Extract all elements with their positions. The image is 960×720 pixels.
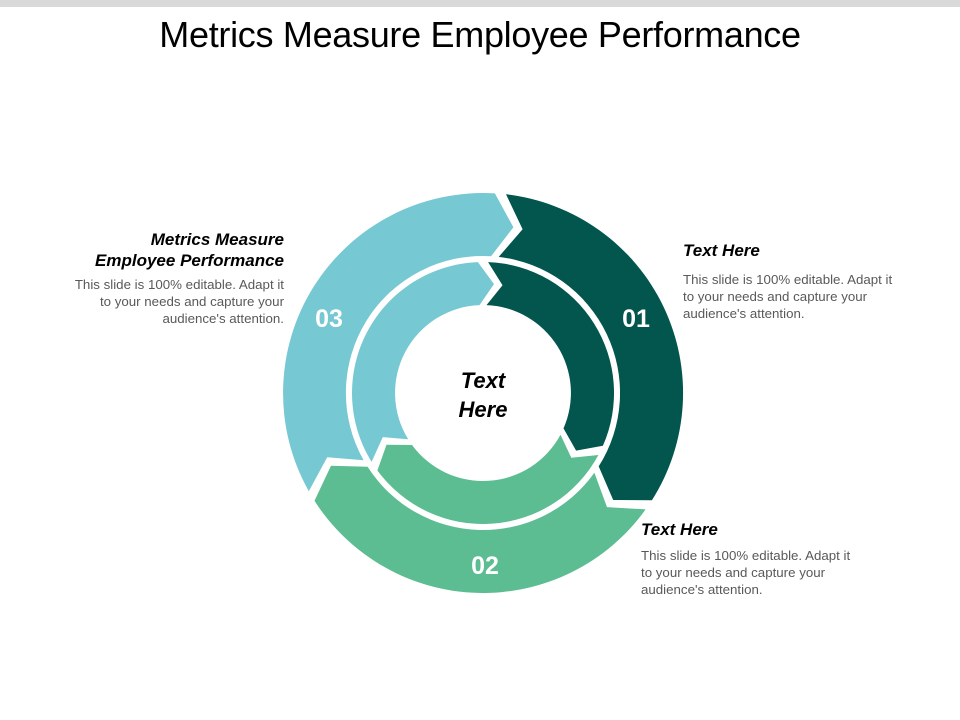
segment-01-inner-arrow [486,262,615,451]
callout-01-body: This slide is 100% editable. Adapt it to… [683,271,933,322]
top-border-bar [0,0,960,7]
callout-02-body-line3: audience's attention. [641,582,763,597]
callout-01-heading: Text Here [683,241,760,260]
callout-02-heading: Text Here [641,520,718,539]
callout-03-body-line3: audience's attention. [162,311,284,326]
segment-02-inner-arrow [377,434,599,524]
segment-01-number: 01 [622,305,650,333]
outer-ring [283,193,684,594]
center-label-line2: Here [458,397,508,422]
callout-03-body-line2: to your needs and capture your [99,294,284,309]
callout-03: Metrics Measure Employee Performance Thi… [40,229,284,327]
callout-03-body: This slide is 100% editable. Adapt it to… [40,276,284,327]
callout-03-heading-line2: Employee Performance [95,251,284,270]
segment-01-outer-arrow [498,194,684,501]
callout-01-body-line2: to your needs and capture your [683,289,868,304]
callout-01-body-line3: audience's attention. [683,306,805,321]
callout-02-body: This slide is 100% editable. Adapt it to… [641,547,891,598]
segment-02-number: 02 [471,552,499,580]
callout-01-body-line1: This slide is 100% editable. Adapt it [683,272,893,287]
callout-03-heading-line1: Metrics Measure [150,230,284,249]
segment-03-inner-arrow [352,262,494,462]
callout-02-body-line1: This slide is 100% editable. Adapt it [641,548,851,563]
center-label: Text Here [423,366,543,424]
callout-02: Text Here This slide is 100% editable. A… [641,519,891,598]
inner-ring [352,262,615,524]
callout-03-heading: Metrics Measure Employee Performance [40,229,284,271]
segment-03-number: 03 [315,305,343,333]
segment-03-outer-arrow [283,193,514,492]
callout-02-body-line2: to your needs and capture your [641,565,826,580]
center-label-line1: Text [460,368,506,393]
callout-01: Text Here This slide is 100% editable. A… [683,240,933,322]
slide-title: Metrics Measure Employee Performance [159,14,801,55]
segment-02-outer-arrow [314,465,646,594]
callout-03-body-line1: This slide is 100% editable. Adapt it [74,277,284,292]
